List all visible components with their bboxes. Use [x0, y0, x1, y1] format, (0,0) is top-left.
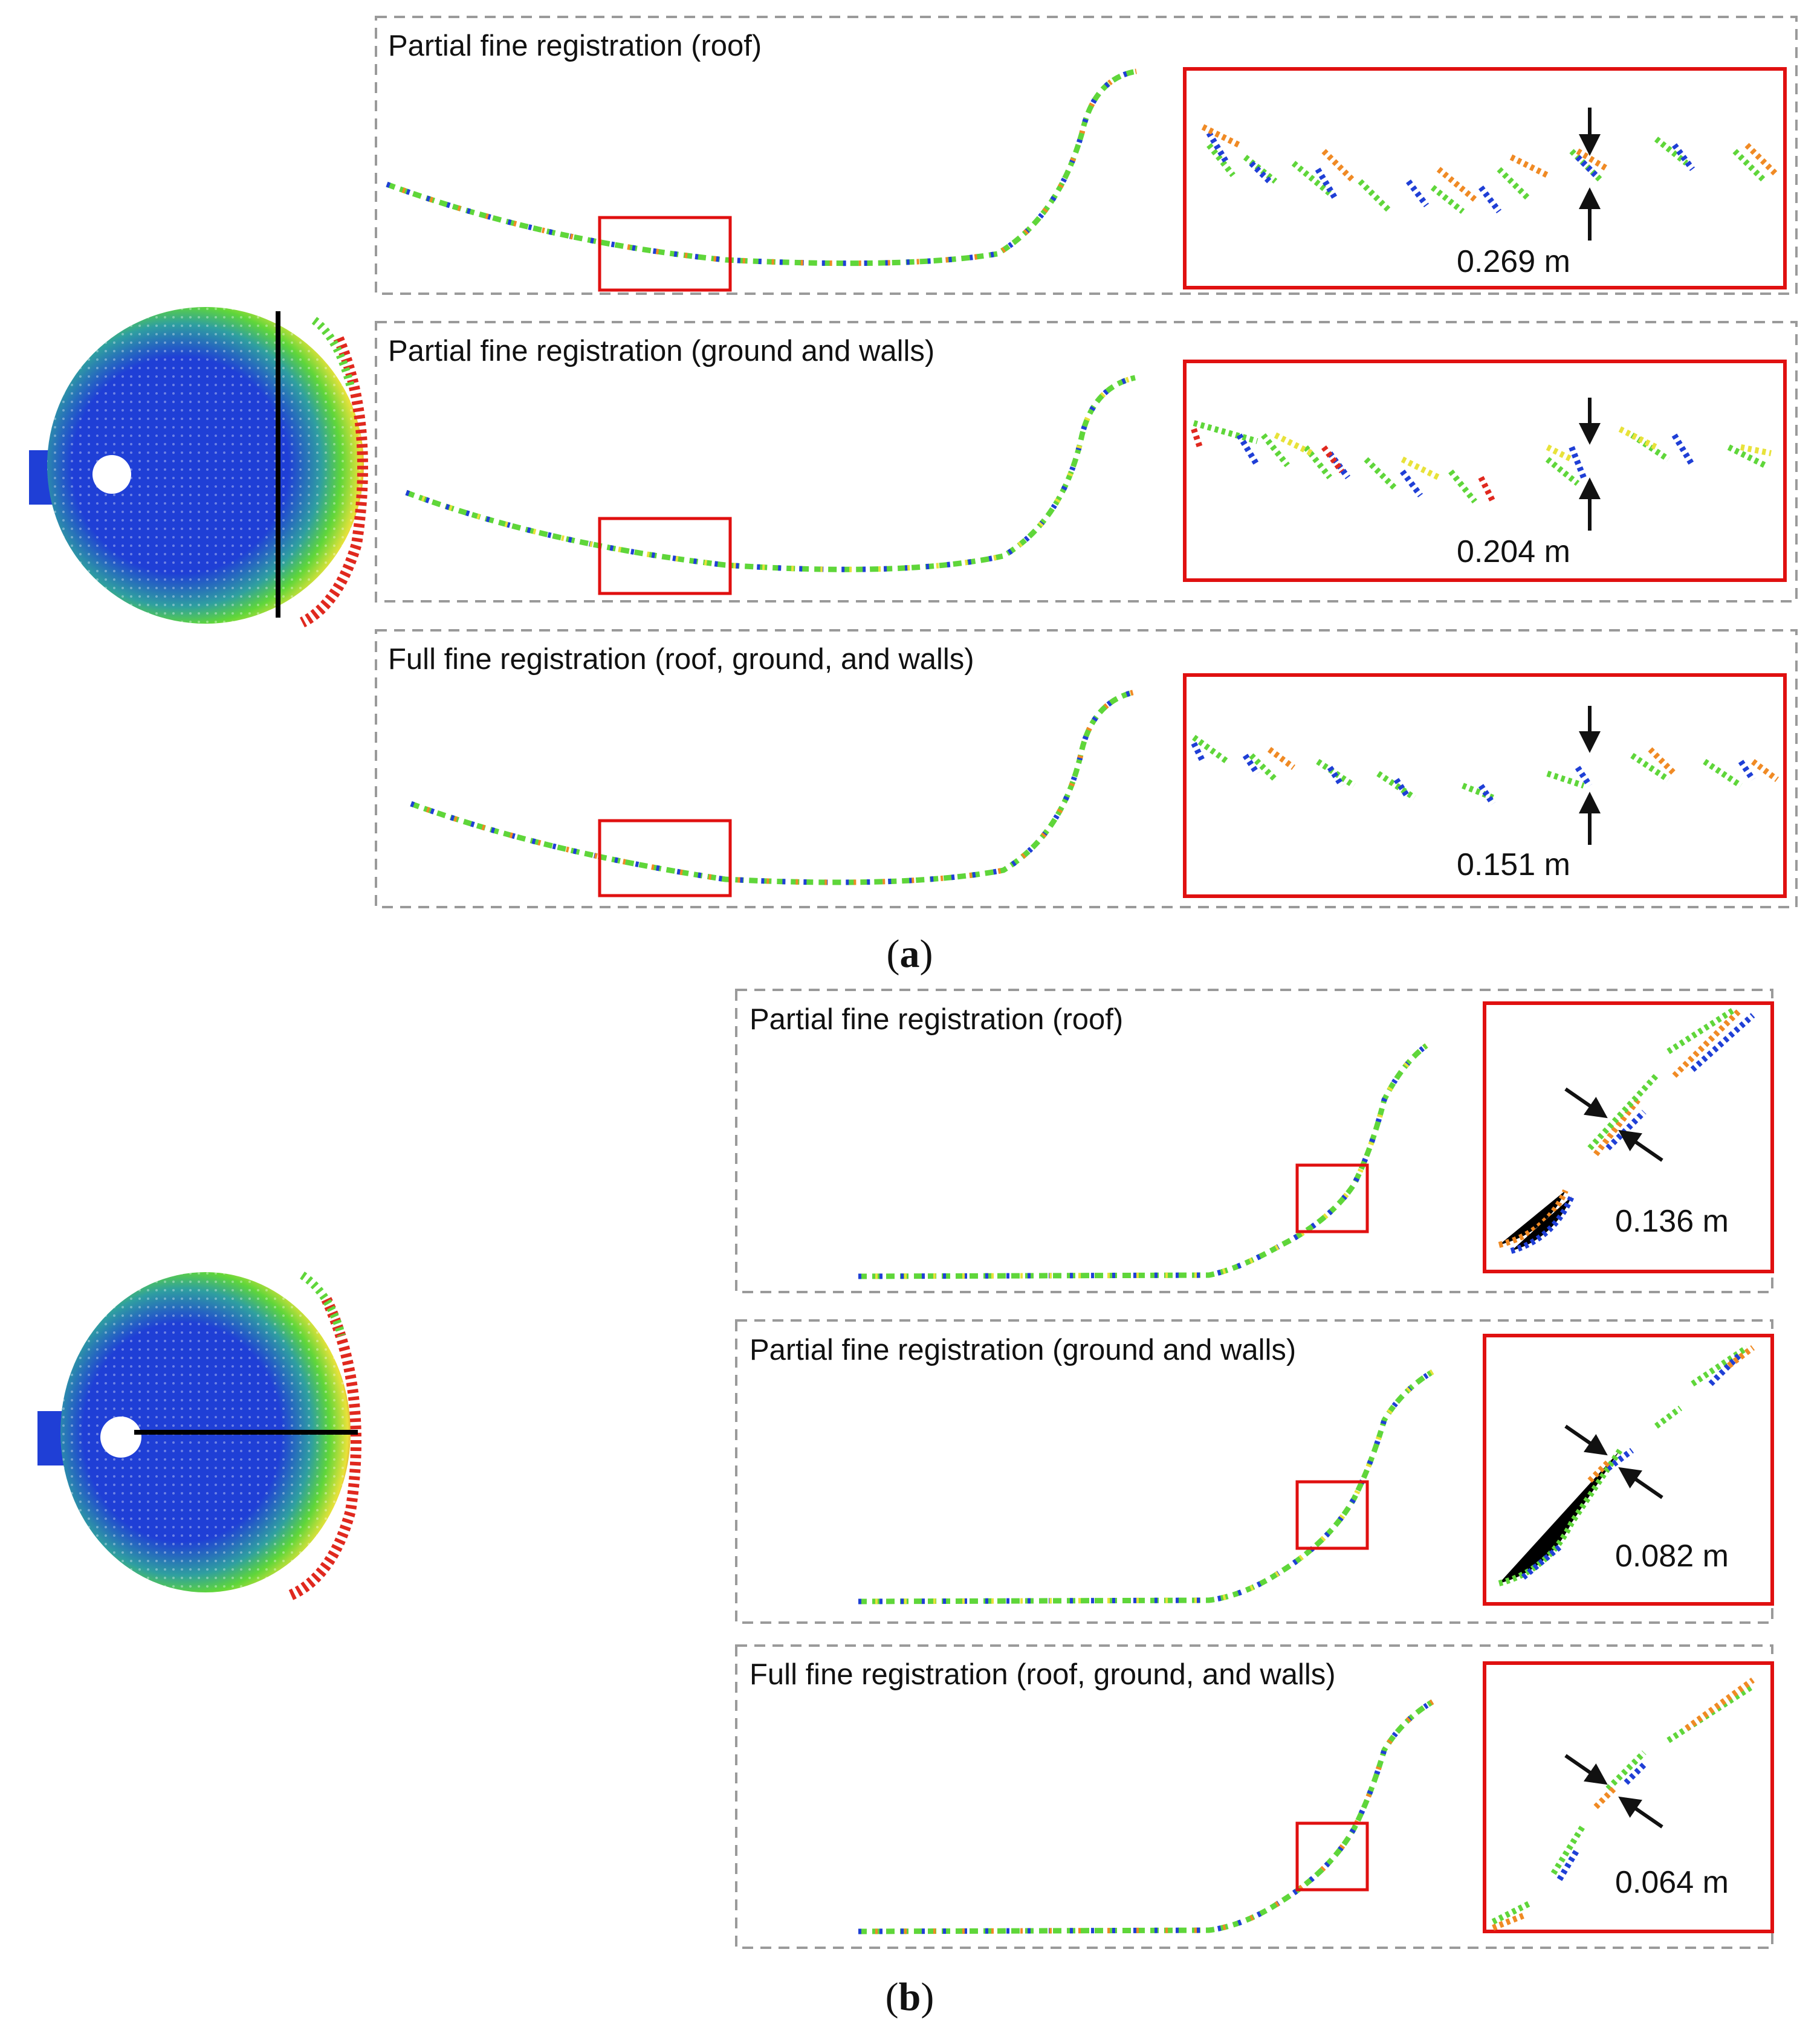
group-b: Partial fine registration (roof) 0.136 m… — [37, 989, 1774, 2019]
zoom-inset-points — [1191, 734, 1779, 806]
arrow-left-up-icon — [1618, 1467, 1663, 1499]
zoom-inset-box — [1183, 673, 1787, 898]
panel-a2: Partial fine registration (ground and wa… — [375, 321, 1798, 603]
panel-title: Partial fine registration (roof) — [388, 30, 762, 62]
panel-title: Full fine registration (roof, ground, an… — [388, 643, 974, 676]
zoom-inset-points — [1498, 1345, 1755, 1586]
measurement-label: 0.269 m — [1457, 244, 1570, 279]
zoom-inset-points — [1491, 1677, 1755, 1931]
section-profile — [386, 68, 1137, 267]
panel-title: Full fine registration (roof, ground, an… — [750, 1658, 1336, 1691]
zoom-region-box — [1295, 1480, 1369, 1550]
section-profile — [858, 1369, 1434, 1604]
section-profile — [858, 1699, 1434, 1934]
panel-border — [375, 16, 1798, 295]
panel-title: Partial fine registration (ground and wa… — [750, 1334, 1296, 1366]
scan-hole-a — [92, 455, 131, 494]
arrow-right-down-icon — [1564, 1754, 1608, 1785]
group-a: Partial fine registration (roof) 0.269 m… — [29, 16, 1798, 976]
arrow-right-down-icon — [1564, 1087, 1608, 1119]
zoom-inset-box — [1183, 67, 1787, 289]
caption-b: (b) — [886, 1975, 934, 2019]
measurement-label: 0.204 m — [1457, 534, 1570, 569]
panel-border — [375, 321, 1798, 603]
zoom-region-box — [598, 216, 732, 292]
overview-scan-a — [29, 307, 368, 628]
section-profile — [405, 375, 1136, 572]
panel-b1: Partial fine registration (roof) 0.136 m — [735, 989, 1774, 1293]
zoom-region-box — [598, 517, 732, 595]
panel-border — [375, 629, 1798, 908]
measurement-label: 0.082 m — [1615, 1539, 1729, 1574]
arrow-left-up-icon — [1618, 1796, 1663, 1829]
panel-title: Partial fine registration (ground and wa… — [388, 335, 934, 367]
scan-hole-b — [100, 1417, 141, 1458]
zoom-inset-box — [1483, 1661, 1774, 1933]
section-profile — [410, 689, 1136, 885]
arrow-right-down-icon — [1564, 1424, 1608, 1456]
zoom-inset-box — [1183, 360, 1787, 582]
scan-edge-a — [299, 336, 368, 628]
measurement-label: 0.151 m — [1457, 847, 1570, 882]
caption-a: (a) — [887, 932, 933, 976]
section-profile — [858, 1043, 1428, 1279]
panel-b3: Full fine registration (roof, ground, an… — [735, 1644, 1774, 1949]
panel-b2: Partial fine registration (ground and wa… — [735, 1319, 1774, 1624]
zoom-inset-box — [1483, 1001, 1774, 1273]
zoom-inset-box — [1483, 1334, 1774, 1606]
zoom-region-box — [1295, 1821, 1369, 1892]
measurement-label: 0.064 m — [1615, 1865, 1729, 1900]
zoom-inset-points — [1201, 124, 1780, 214]
zoom-inset-points — [1191, 420, 1772, 504]
panel-border — [735, 1644, 1773, 1949]
arrow-left-up-icon — [1618, 1129, 1663, 1162]
scan-edge-b — [288, 1297, 361, 1601]
panel-a3: Full fine registration (roof, ground, an… — [375, 629, 1798, 908]
zoom-region-box — [1295, 1163, 1369, 1233]
zoom-region-box — [598, 819, 732, 897]
overview-scan-b — [37, 1272, 361, 1601]
zoom-inset-points — [1498, 1006, 1755, 1254]
measurement-label: 0.136 m — [1615, 1204, 1729, 1239]
panel-title: Partial fine registration (roof) — [750, 1003, 1123, 1036]
panel-a1: Partial fine registration (roof) 0.269 m — [375, 16, 1798, 295]
